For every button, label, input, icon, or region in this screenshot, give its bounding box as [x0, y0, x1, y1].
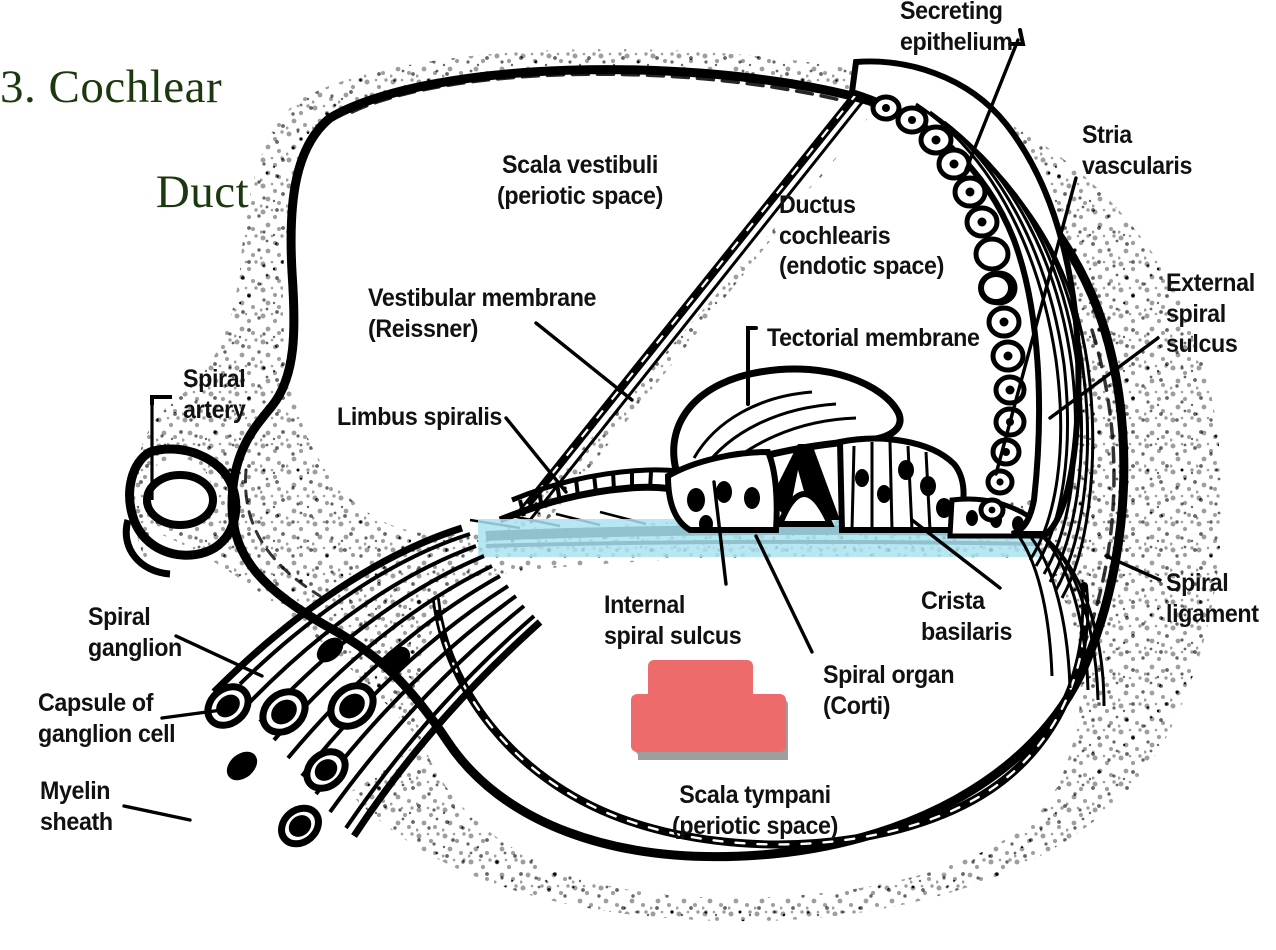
spiral-artery-vessel: [122, 395, 241, 578]
label-scala-tympani: Scala tympani (periotic space): [672, 781, 838, 840]
slide-title: 3. Cochlear Duct: [0, 8, 345, 271]
label-spiral-artery: Spiral artery: [183, 365, 246, 424]
label-tectorial-membrane: Tectorial membrane: [767, 324, 980, 352]
red-annotation-block: [631, 660, 788, 760]
slide-title-line2: Duct: [155, 165, 250, 218]
slide-title-line1: 3. Cochlear: [0, 60, 223, 113]
label-leader-lines: [122, 28, 1162, 822]
vestibular-membrane-reissner: [516, 89, 866, 521]
spiral-ganglion-and-nerve: [204, 524, 543, 848]
label-secreting-epithelium: Secreting epithelium: [900, 0, 1013, 56]
label-spiral-organ-corti: Spiral organ (Corti): [823, 661, 955, 720]
label-vestibular-membrane: Vestibular membrane (Reissner): [368, 284, 597, 343]
label-capsule-of-ganglion-cell: Capsule of ganglion cell: [38, 689, 176, 748]
label-crista-basilaris: Crista basilaris: [921, 587, 1013, 646]
scala-tympani-wall: [432, 582, 1090, 849]
label-spiral-ligament: Spiral ligament: [1166, 569, 1259, 628]
label-myelin-sheath: Myelin sheath: [40, 777, 113, 836]
label-stria-vascularis: Stria vascularis: [1082, 121, 1193, 180]
label-internal-spiral-sulcus: Internal spiral sulcus: [604, 591, 742, 650]
spiral-organ-of-corti: [664, 365, 1042, 539]
label-external-spiral-sulcus: External spiral sulcus: [1166, 269, 1255, 358]
label-spiral-ganglion: Spiral ganglion: [88, 603, 182, 662]
label-scala-vestibuli: Scala vestibuli (periotic space): [497, 151, 663, 210]
stria-vascularis: [848, 58, 1106, 707]
label-limbus-spiralis: Limbus spiralis: [337, 403, 502, 431]
label-ductus-cochlearis: Ductus cochlearis (endotic space): [779, 191, 944, 280]
